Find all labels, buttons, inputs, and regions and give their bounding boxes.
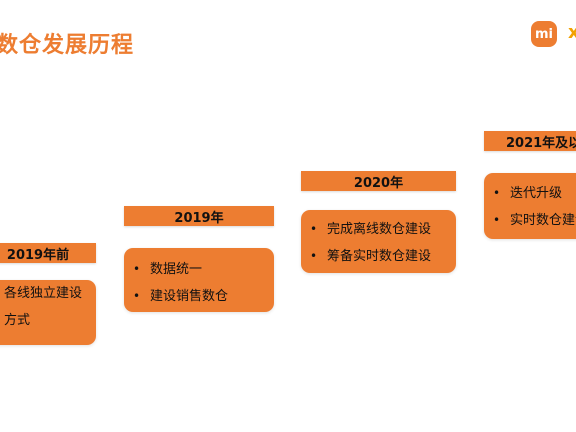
stage-box-2020: • 完成离线数仓建设 • 筹备实时数仓建设 [301, 210, 456, 273]
stage-item-text: 数据统一 [150, 262, 203, 277]
slide-title: 数仓发展历程 [0, 33, 135, 58]
stage-item: • 建设销售数仓 [124, 283, 274, 310]
stage-item: •各线独立建设 [0, 280, 96, 307]
mi-logo-icon: mi [531, 21, 557, 47]
stage-item-text: 迭代升级 [510, 186, 563, 201]
bullet-icon: • [133, 262, 141, 276]
stage-item: •方式 [0, 307, 96, 334]
bullet-icon: • [310, 249, 318, 263]
stage-header-2020: 2020年 [301, 171, 456, 191]
stage-header-2021-later: 2021年及以后 [484, 131, 576, 151]
stage-item-text: 建设销售数仓 [150, 289, 229, 304]
stage-box-2021-later: • 迭代升级 • 实时数仓建设 [484, 173, 576, 239]
stage-box-pre-2019: •各线独立建设 •方式 [0, 280, 96, 345]
logo-tail: x [568, 22, 576, 43]
stage-item-text: 各线独立建设 [4, 286, 83, 301]
bullet-icon: • [133, 289, 141, 303]
stage-item-text: 完成离线数仓建设 [327, 222, 432, 237]
stage-header-2019: 2019年 [124, 206, 274, 226]
bullet-icon: • [493, 186, 501, 200]
bullet-icon: • [493, 213, 501, 227]
stage-header-pre-2019: 2019年前 [0, 243, 96, 263]
stage-item: • 迭代升级 [484, 180, 576, 207]
stage-item-text: 方式 [4, 313, 31, 328]
stage-box-2019: • 数据统一 • 建设销售数仓 [124, 248, 274, 312]
stage-item-text: 实时数仓建设 [510, 213, 576, 228]
stage-item: • 实时数仓建设 [484, 207, 576, 234]
stage-item: • 筹备实时数仓建设 [301, 243, 456, 270]
stage-item: • 完成离线数仓建设 [301, 216, 456, 243]
stage-item-text: 筹备实时数仓建设 [327, 249, 432, 264]
stage-item: • 数据统一 [124, 256, 274, 283]
bullet-icon: • [310, 222, 318, 236]
